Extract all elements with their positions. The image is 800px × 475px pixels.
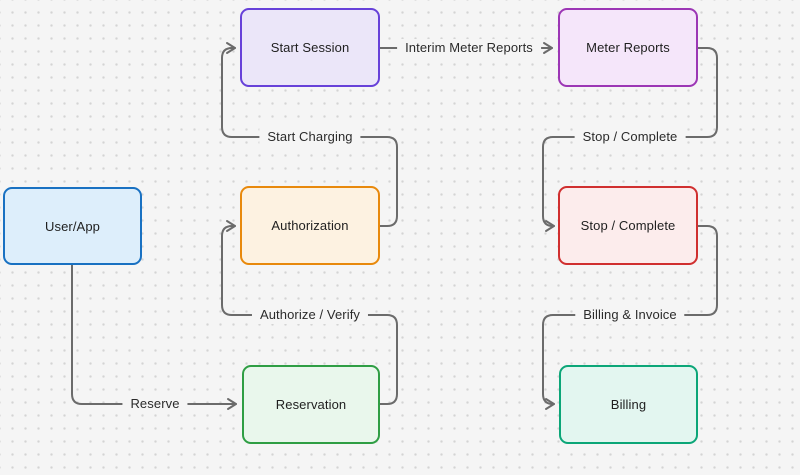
node-start-session-label: Start Session (270, 40, 350, 55)
node-authorization[interactable]: Authorization (240, 186, 380, 265)
node-authorization-label: Authorization (271, 218, 349, 233)
edge-reserve-arrow[interactable] (71, 264, 237, 410)
node-stop-complete-label: Stop / Complete (580, 218, 676, 233)
edge-label-stop-complete[interactable]: Stop / Complete (574, 128, 686, 146)
edge-label-billing-invoice[interactable]: Billing & Invoice (575, 306, 685, 324)
node-meter-reports[interactable]: Meter Reports (558, 8, 698, 87)
node-billing[interactable]: Billing (559, 365, 698, 444)
node-start-session[interactable]: Start Session (240, 8, 380, 87)
node-reservation[interactable]: Reservation (242, 365, 380, 444)
edge-label-reserve[interactable]: Reserve (122, 395, 188, 413)
node-reservation-label: Reservation (275, 397, 347, 412)
edge-label-authorize-verify[interactable]: Authorize / Verify (251, 306, 369, 324)
node-user-app-label: User/App (45, 218, 100, 234)
edge-label-start-charging[interactable]: Start Charging (259, 128, 361, 146)
edge-label-interim-meter-reports[interactable]: Interim Meter Reports (397, 39, 541, 57)
node-meter-reports-label: Meter Reports (586, 40, 670, 55)
node-billing-label: Billing (610, 397, 647, 412)
node-user-app[interactable]: User/App (3, 187, 142, 265)
node-stop-complete[interactable]: Stop / Complete (558, 186, 698, 265)
